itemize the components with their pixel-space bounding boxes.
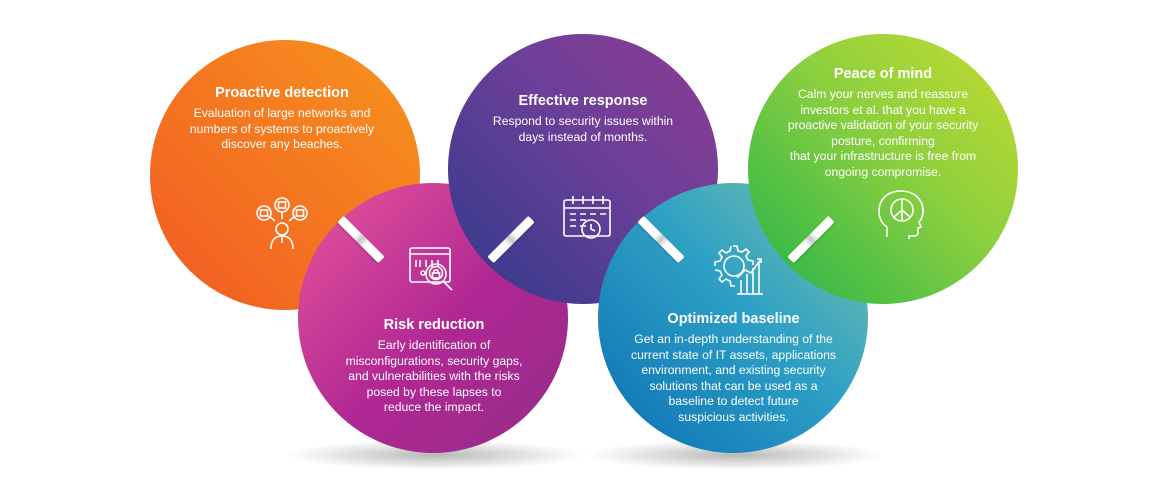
- desc-line: environment, and existing security: [641, 363, 826, 377]
- desc-line: Early identification of: [377, 338, 491, 352]
- desc-line: suspicious activities.: [678, 409, 789, 424]
- desc-line: solutions that can be used as a: [649, 378, 818, 393]
- block-title: Peace of mind: [833, 66, 933, 82]
- desc-line: posture, confirming: [831, 133, 935, 148]
- desc-line: Respond to security issues within: [492, 114, 674, 128]
- desc-line: reduce the impact.: [383, 400, 485, 414]
- desc-line: Evaluation of large networks and: [193, 106, 371, 120]
- block-description: Get an in-depth understanding of the cur…: [616, 332, 851, 425]
- desc-line: ongoing compromise.: [824, 164, 942, 179]
- desc-line: Calm your nerves and reassure: [797, 87, 969, 101]
- block-description: Evaluation of large networks and numbers…: [172, 106, 392, 153]
- proactive-detection-block: Proactive detection Evaluation of large …: [172, 84, 392, 153]
- desc-line: proactive validation of your security: [787, 118, 979, 132]
- block-title: Risk reduction: [383, 317, 485, 333]
- calendar-clock-icon: [561, 193, 615, 245]
- desc-line: that your infrastructure is free from: [789, 149, 977, 163]
- head-peace-icon: [875, 187, 929, 241]
- optimized-baseline-block: Optimized baseline Get an in-depth under…: [616, 310, 851, 425]
- desc-line: numbers of systems to proactively: [189, 121, 375, 136]
- block-description: Calm your nerves and reassure investors …: [768, 87, 998, 180]
- gear-chart-icon: [707, 240, 769, 300]
- effective-response-block: Effective response Respond to security i…: [478, 92, 688, 145]
- desc-line: discover any beaches.: [221, 137, 343, 151]
- desc-line: Get an in-depth understanding of the: [634, 332, 833, 346]
- desc-line: posed by these lapses to: [366, 384, 502, 399]
- risk-reduction-block: Risk reduction Early identification of m…: [321, 316, 547, 416]
- desc-line: investors et al. that you have a: [800, 102, 966, 117]
- peace-of-mind-block: Peace of mind Calm your nerves and reass…: [768, 65, 998, 180]
- block-description: Early identification of misconfiguration…: [321, 338, 547, 416]
- block-title: Effective response: [518, 93, 648, 109]
- network-user-icon: [250, 197, 314, 251]
- desc-line: current state of IT assets, applications: [630, 347, 837, 362]
- desc-line: days instead of months.: [518, 129, 648, 144]
- code-lock-search-icon: [406, 245, 464, 301]
- desc-line: baseline to detect future: [668, 394, 799, 408]
- block-description: Respond to security issues within days i…: [478, 114, 688, 145]
- block-title: Optimized baseline: [667, 311, 800, 327]
- desc-line: misconfigurations, security gaps,: [345, 353, 523, 368]
- block-title: Proactive detection: [215, 85, 349, 101]
- desc-line: and vulnerabilities with the risks: [348, 369, 520, 383]
